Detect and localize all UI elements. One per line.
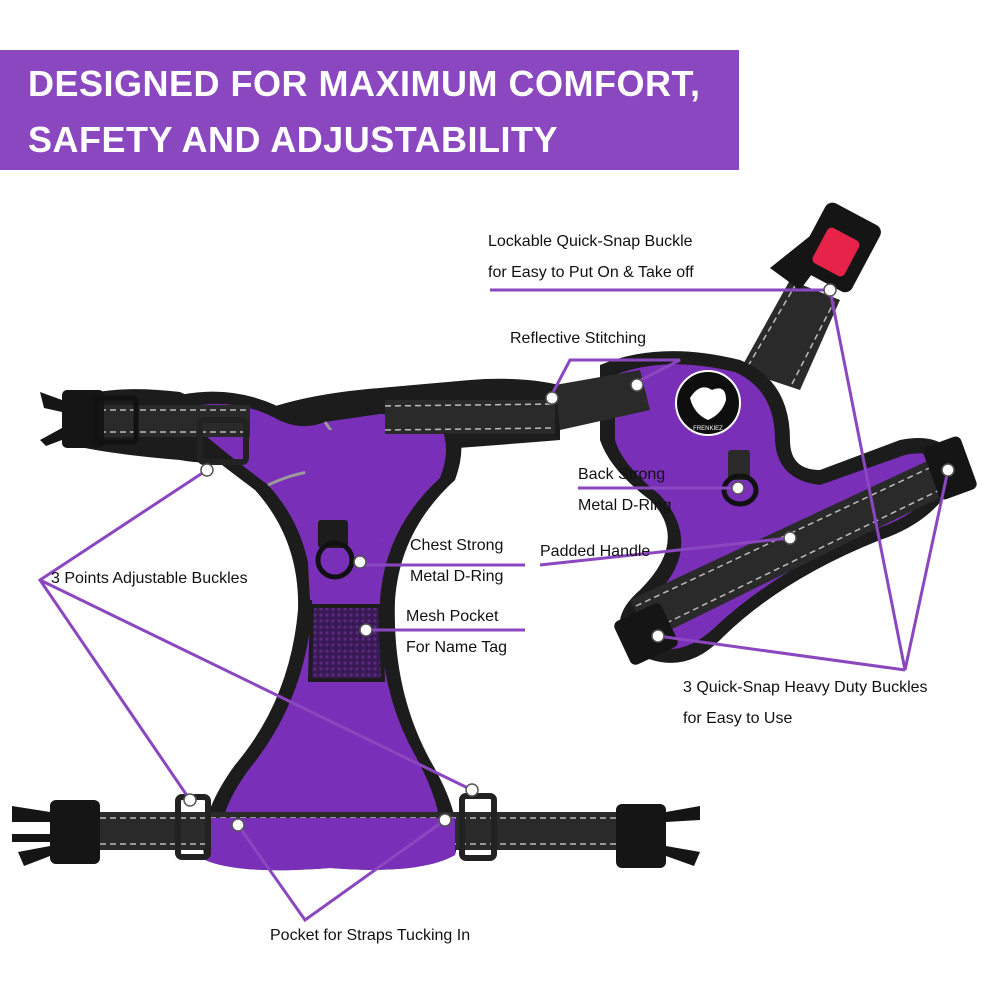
- callout-mesh-pocket-line1: Mesh Pocket: [406, 608, 499, 625]
- headline-line-1: DESIGNED FOR MAXIMUM COMFORT,: [28, 63, 701, 104]
- callout-quick-snap-buckles-line1: 3 Quick-Snap Heavy Duty Buckles: [683, 679, 928, 696]
- callout-lines: [37, 288, 950, 923]
- chest-harness: [12, 378, 700, 871]
- back-harness: FRENKIEZ: [555, 202, 977, 665]
- callout-mesh-pocket: Mesh Pocket For Name Tag: [406, 607, 507, 669]
- bottom-right-buckle: [616, 804, 666, 868]
- callout-chest-d-ring-line2: Metal D-Ring: [410, 568, 504, 585]
- callout-back-d-ring-line2: Metal D-Ring: [578, 497, 672, 514]
- svg-text:FRENKIEZ: FRENKIEZ: [693, 426, 723, 432]
- callout-chest-d-ring: Chest Strong Metal D-Ring: [410, 536, 503, 598]
- lower-back-buckle: [614, 603, 678, 665]
- mesh-pocket: [307, 604, 386, 682]
- bottom-left-buckle: [50, 800, 100, 864]
- callout-padded-handle: Padded Handle: [540, 542, 650, 573]
- callout-reflective-stitching: Reflective Stitching: [510, 329, 646, 360]
- callout-reflective-stitching-line1: Reflective Stitching: [510, 330, 647, 347]
- callout-padded-handle-line1: Padded Handle: [540, 543, 651, 560]
- callout-adjustable-buckles-line1: 3 Points Adjustable Buckles: [51, 570, 248, 587]
- callout-pocket-straps: Pocket for Straps Tucking In: [270, 926, 470, 957]
- headline-banner: DESIGNED FOR MAXIMUM COMFORT, SAFETY AND…: [0, 50, 739, 170]
- callout-lockable-buckle-line2: for Easy to Put On & Take off: [488, 264, 694, 281]
- callout-adjustable-buckles: 3 Points Adjustable Buckles: [51, 569, 248, 600]
- callout-quick-snap-buckles: 3 Quick-Snap Heavy Duty Buckles for Easy…: [683, 678, 928, 740]
- callout-markers: [183, 283, 955, 832]
- callout-mesh-pocket-line2: For Name Tag: [406, 639, 508, 656]
- callout-quick-snap-buckles-line2: for Easy to Use: [683, 710, 793, 727]
- callout-chest-d-ring-line1: Chest Strong: [410, 537, 504, 554]
- padded-handle: [630, 455, 955, 640]
- callout-lockable-buckle: Lockable Quick-Snap Buckle for Easy to P…: [488, 232, 694, 294]
- callout-back-d-ring-line1: Back Strong: [578, 466, 666, 483]
- callout-pocket-straps-line1: Pocket for Straps Tucking In: [270, 927, 471, 944]
- callout-lockable-buckle-line1: Lockable Quick-Snap Buckle: [488, 233, 693, 250]
- chest-d-ring: [315, 540, 355, 580]
- back-d-ring: [721, 473, 759, 507]
- slide-adjuster-top: [197, 417, 249, 465]
- buckle-lock-button: [812, 227, 860, 277]
- headline-line-2: SAFETY AND ADJUSTABILITY: [28, 119, 559, 160]
- callout-back-d-ring: Back Strong Metal D-Ring: [578, 465, 671, 527]
